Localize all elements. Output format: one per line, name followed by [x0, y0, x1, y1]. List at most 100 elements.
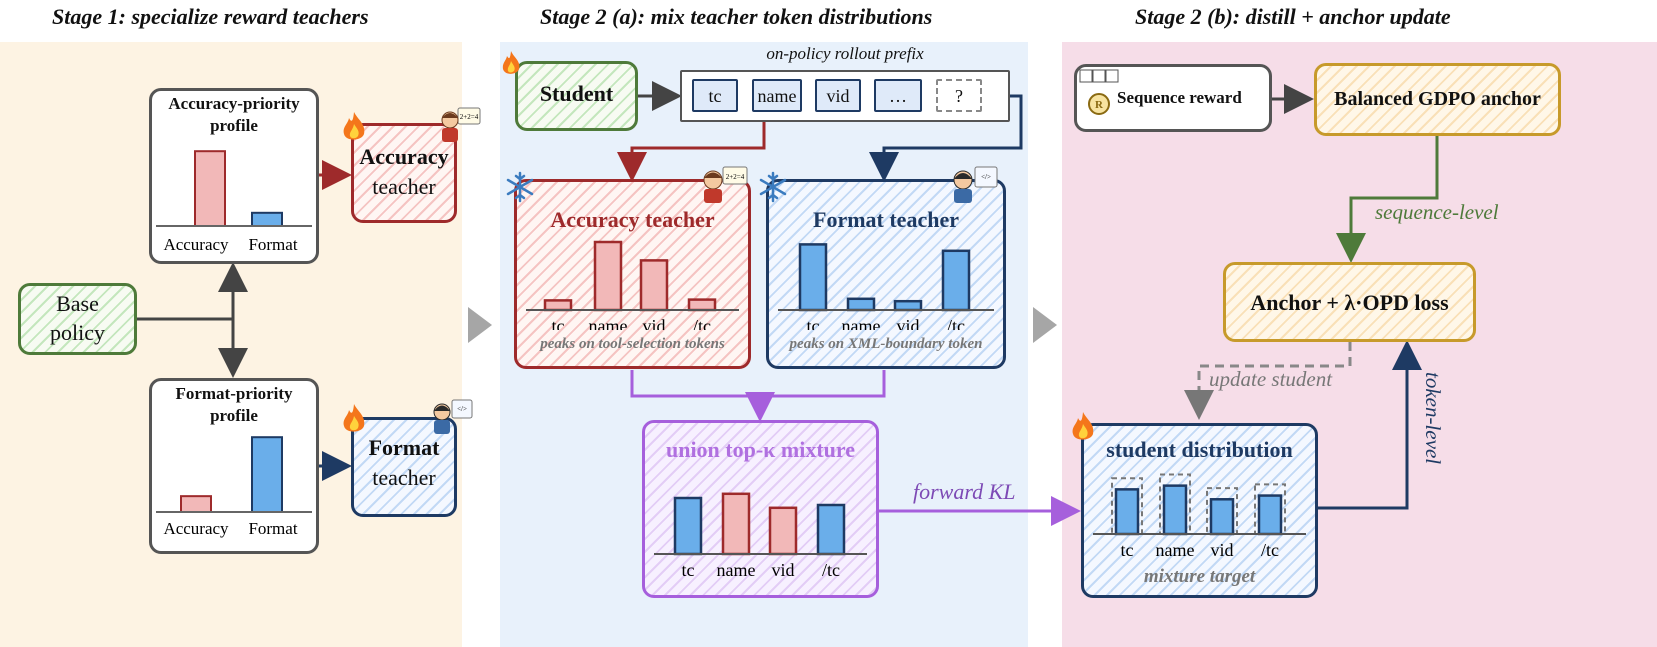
- token-next: [936, 79, 982, 112]
- arrow-prefix-to-fmt-teacher: [869, 94, 1023, 182]
- student-box: [515, 61, 638, 131]
- forward-kl-label: forward KL: [913, 479, 1016, 504]
- accuracy-teacher-caption: peaks on tool-selection tokens: [540, 336, 725, 352]
- teacher-avatar-icon: </>: [433, 399, 473, 434]
- sequence-reward-label: Sequence reward: [1117, 88, 1242, 107]
- accuracy-teacher-s1-title: Accuracy: [359, 144, 449, 169]
- arrow-teachers-to-mixture: [630, 370, 886, 398]
- format-teacher-s1-sub: teacher: [372, 465, 436, 490]
- format-teacher-xlabel-1: name: [842, 316, 881, 330]
- format-teacher-title: Format teacher: [813, 207, 959, 232]
- teacher-avatar-icon: 2+2=4: [703, 166, 748, 203]
- accuracy-teacher-bar-0: [543, 299, 573, 312]
- accuracy-teacher-xlabel-3: /tc: [693, 316, 711, 330]
- mixture-bar-2: [768, 506, 798, 556]
- arrow-prefix-to-acc-teacher: [617, 121, 766, 182]
- base-policy-label: Base policy: [50, 291, 105, 345]
- update-student-label: update student: [1209, 367, 1333, 391]
- student-dist-bar-3: [1257, 494, 1283, 536]
- arrow-student-to-loss: [1318, 340, 1422, 510]
- accuracy-teacher-box-s1: [351, 123, 457, 223]
- format-profile-box: [149, 378, 319, 554]
- format-teacher-bar-1: [846, 297, 876, 312]
- accuracy-teacher-box: [514, 179, 751, 369]
- token-tc: [692, 79, 738, 112]
- format-profile-xlabel-1: Format: [248, 519, 297, 538]
- reward-medal-icon: R: [1079, 69, 1119, 115]
- student-dist-xlabel-1: name: [1156, 540, 1195, 560]
- student-dist-xlabel-0: tc: [1121, 540, 1134, 560]
- prefix-caption: on-policy rollout prefix: [766, 44, 924, 63]
- token-ellipsis-label: …: [889, 86, 907, 106]
- format-teacher-caption: peaks on XML-boundary token: [789, 336, 983, 352]
- student-label: Student: [539, 81, 614, 106]
- format-teacher-xlabel-2: vid: [896, 316, 919, 330]
- accuracy-teacher-s1-sub: teacher: [372, 174, 436, 199]
- token-name-label: name: [757, 86, 797, 106]
- format-teacher-chart: tc name vid/tc: [778, 243, 994, 330]
- token-level-label: token-level: [1421, 372, 1445, 465]
- reward-badge-label: R: [1095, 99, 1104, 111]
- mixture-bar-3: [816, 503, 846, 556]
- fire-icon: [1072, 412, 1094, 440]
- fire-icon: [343, 404, 365, 432]
- accuracy-profile-chart: Accuracy Format: [156, 150, 312, 254]
- mixture-title: union top-κ mixture: [665, 437, 856, 462]
- format-teacher-bar-0: [798, 243, 828, 312]
- format-profile-bar-format: [251, 436, 283, 514]
- sequence-level-label: sequence-level: [1375, 200, 1499, 224]
- accuracy-profile-bar-format: [251, 211, 283, 228]
- fire-icon: [502, 51, 520, 74]
- format-teacher-s1-title: Format: [368, 435, 440, 460]
- format-profile-xlabel-0: Accuracy: [163, 519, 229, 538]
- mixture-xlabel-0: tc: [682, 560, 695, 580]
- format-teacher-xlabel-0: tc: [807, 316, 820, 330]
- svg-text:</>: </>: [981, 173, 991, 181]
- svg-text:2+2=4: 2+2=4: [726, 173, 745, 181]
- format-teacher-bar-2: [893, 299, 923, 312]
- token-name: [752, 79, 802, 112]
- accuracy-profile-bar-accuracy: [194, 150, 226, 228]
- student-dist-xlabel-2: vid: [1210, 540, 1233, 560]
- stage1-title: Stage 1: specialize reward teachers: [52, 4, 369, 29]
- accuracy-teacher-title: Accuracy teacher: [550, 207, 715, 232]
- stage-arrow-1: [468, 307, 492, 343]
- format-profile-chart: Accuracy Format: [156, 436, 312, 538]
- base-policy-box: [18, 283, 137, 355]
- mixture-xlabel-2: vid: [771, 560, 794, 580]
- student-dist-bar-0: [1114, 488, 1140, 536]
- stage2a-title: Stage 2 (a): mix teacher token distribut…: [540, 4, 933, 29]
- mixture-xlabel-1: name: [717, 560, 756, 580]
- loss-label: Anchor + λ·OPD loss: [1250, 290, 1449, 315]
- accuracy-teacher-bar-1: [593, 240, 623, 312]
- teacher-avatar-icon: 2+2=4: [441, 107, 481, 142]
- accuracy-profile-title: Accuracy-priority profile: [168, 94, 300, 135]
- gdpo-anchor-label: Balanced GDPO anchor: [1334, 88, 1541, 110]
- accuracy-teacher-xlabel-1: name: [589, 316, 628, 330]
- accuracy-profile-xlabel-0: Accuracy: [163, 235, 229, 254]
- stage2b-title: Stage 2 (b): distill + anchor update: [1135, 4, 1451, 29]
- loss-box: [1223, 262, 1476, 342]
- accuracy-teacher-bar-3: [687, 298, 717, 312]
- mixture-bar-1: [721, 492, 751, 556]
- mixture-xlabel-3: /tc: [822, 560, 840, 580]
- student-dist-title: student distribution: [1106, 437, 1293, 462]
- token-vid-label: vid: [826, 86, 850, 106]
- stage-arrow-2: [1033, 307, 1057, 343]
- accuracy-teacher-xlabel-2: vid: [642, 316, 665, 330]
- svg-text:</>: </>: [457, 405, 467, 413]
- token-next-label: ?: [955, 86, 963, 106]
- format-teacher-xlabel-3: /tc: [947, 316, 965, 330]
- svg-text:2+2=4: 2+2=4: [460, 113, 479, 121]
- snowflake-icon: [759, 171, 787, 203]
- accuracy-teacher-xlabel-0: tc: [552, 316, 565, 330]
- teacher-avatar-icon: </>: [953, 166, 998, 203]
- format-teacher-box-s1: [351, 417, 457, 517]
- snowflake-icon: [506, 171, 534, 203]
- student-dist-bar-2: [1209, 498, 1235, 536]
- arrow-loss-to-student: [1184, 342, 1352, 420]
- student-dist-xlabel-3: /tc: [1261, 540, 1279, 560]
- format-profile-bar-accuracy: [180, 495, 212, 514]
